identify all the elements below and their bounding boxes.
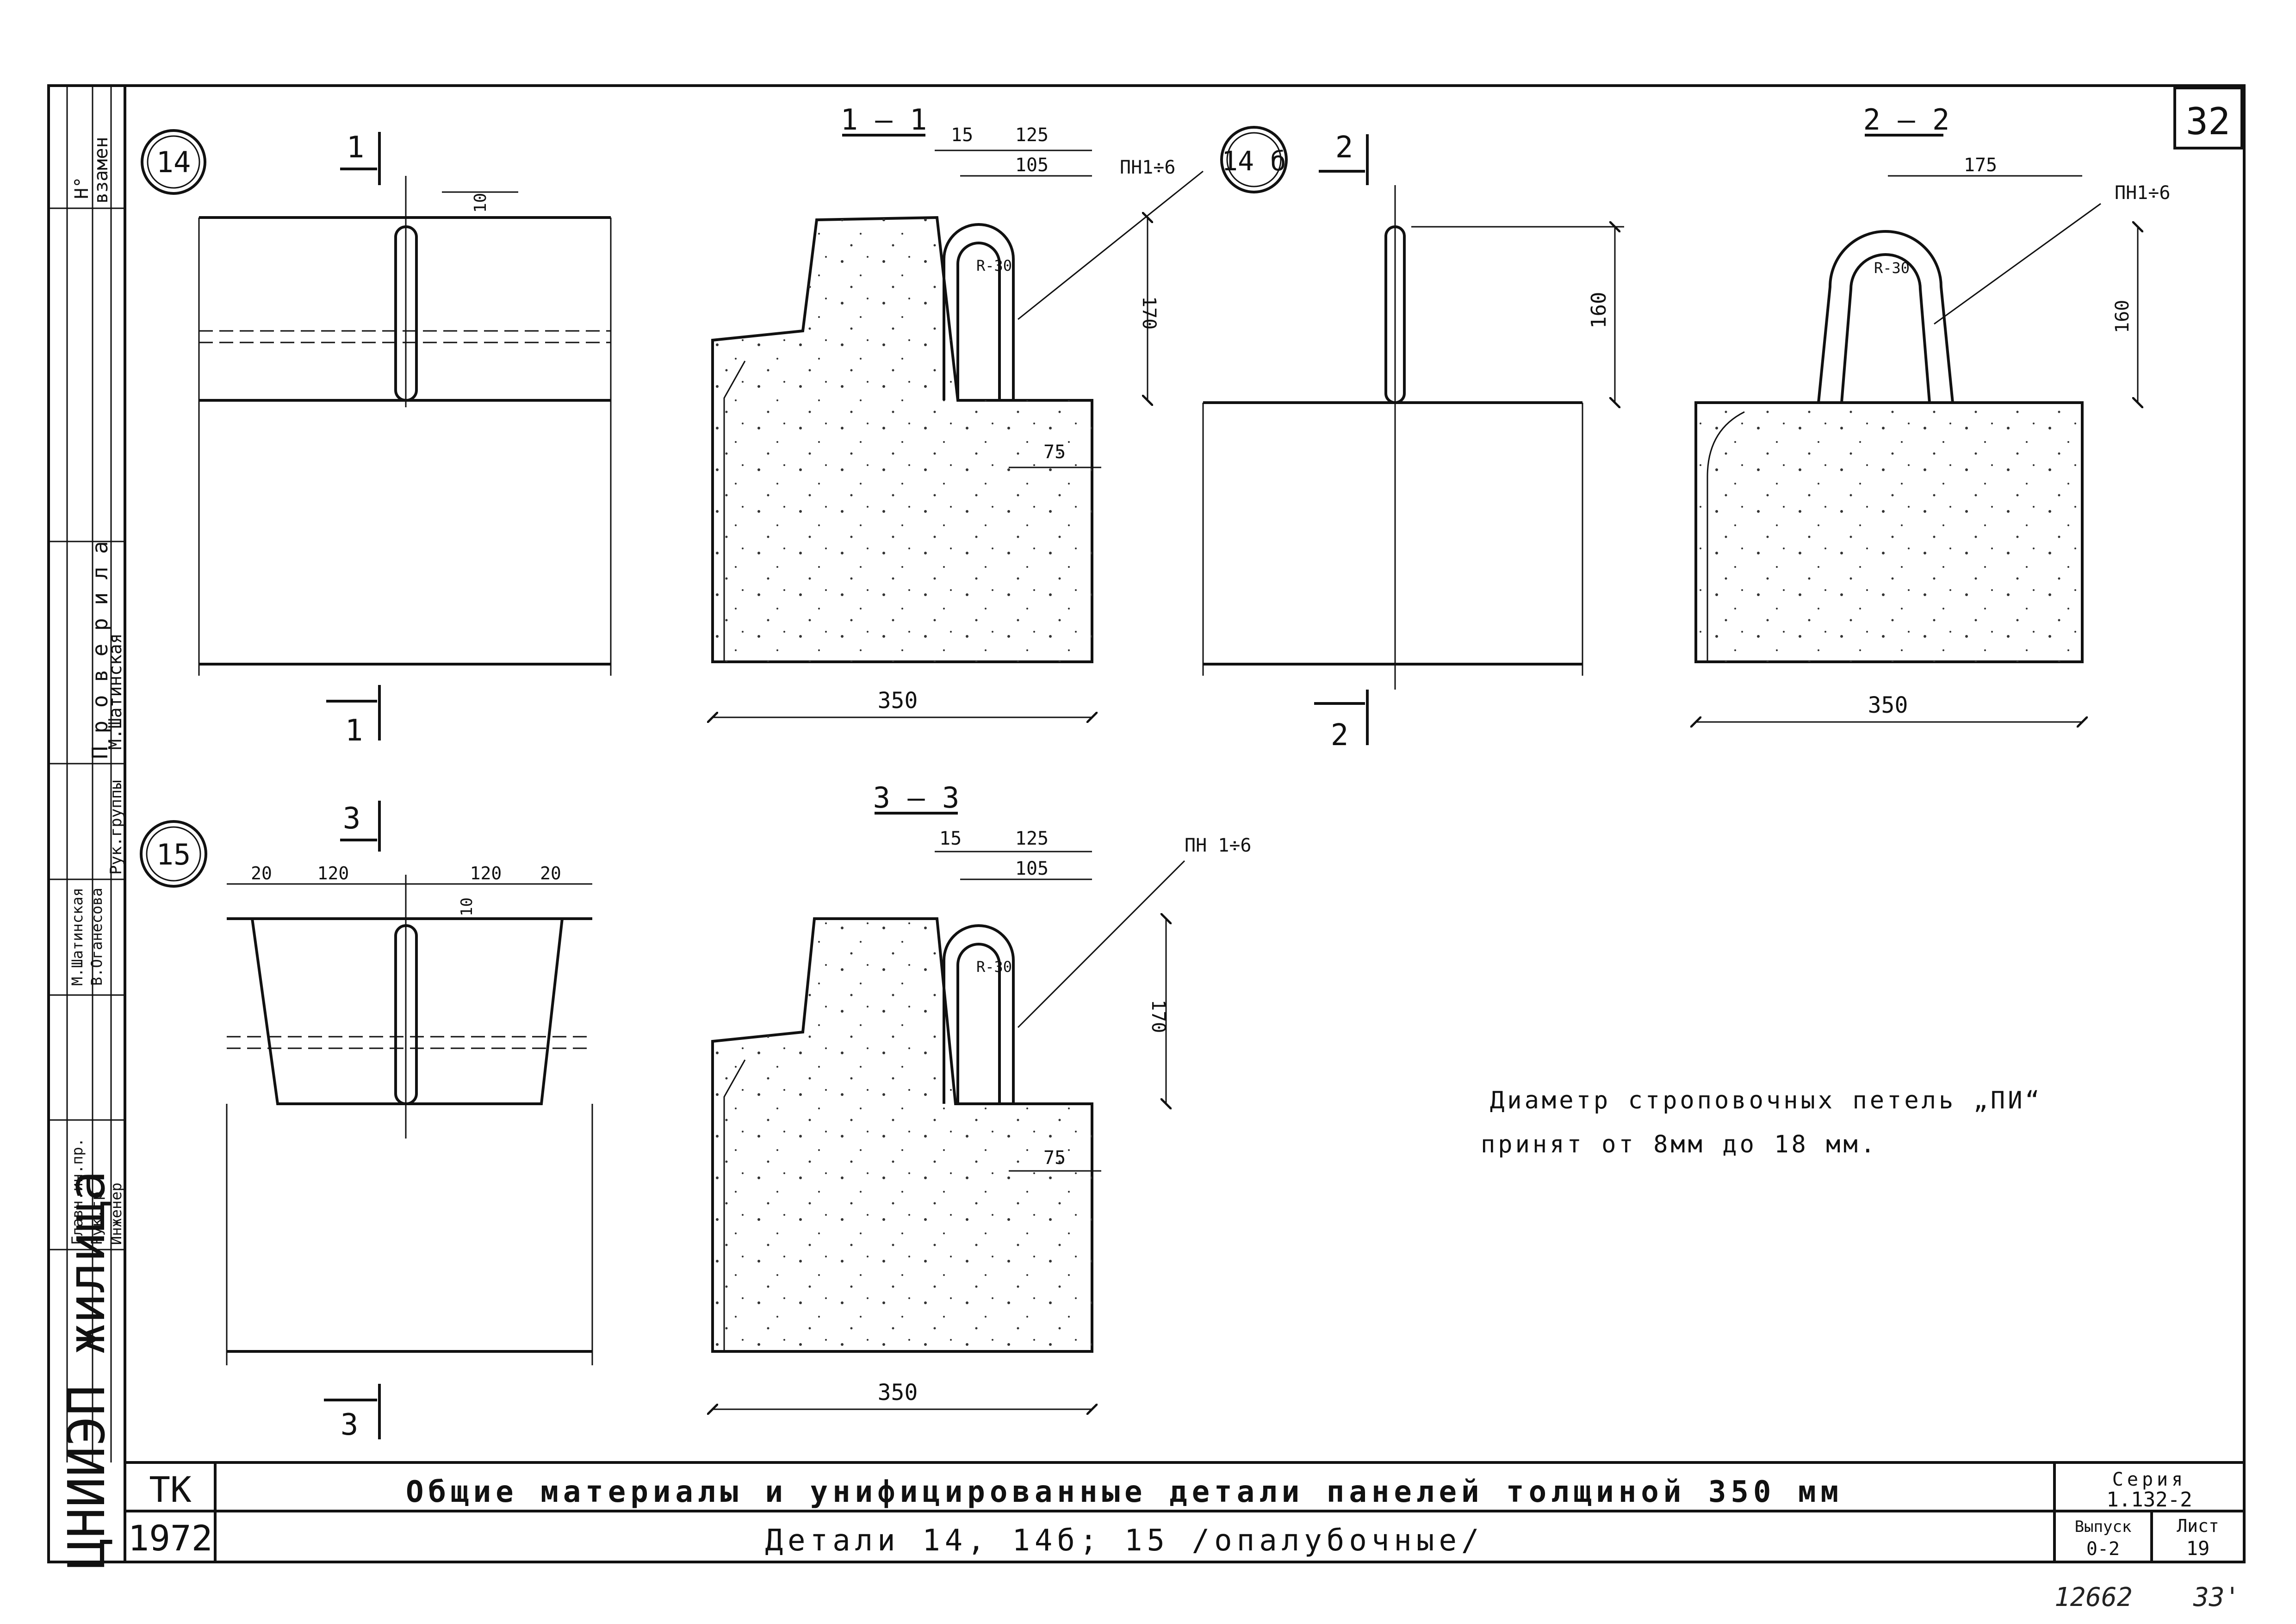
detail-14-elevation: 14 1 1 10	[141, 129, 612, 748]
cut-mark-1-bottom: 1	[345, 714, 363, 748]
elev-15-dim-10: 10	[458, 897, 476, 916]
series-value: 1.132-2	[2106, 1488, 2192, 1512]
detail-15-label: 15	[156, 838, 191, 871]
outer-frame	[47, 84, 2246, 1563]
section-3-3-title: 3 — 3	[873, 781, 960, 815]
section-2-2-loop-outer	[1817, 230, 1954, 403]
s33-dim-105: 105	[1015, 858, 1049, 879]
s11-dim-15: 15	[951, 124, 973, 146]
section-1-1-title: 1 — 1	[841, 103, 927, 137]
detail-14b-label: 14 б	[1222, 145, 1286, 177]
section-2-2-radius: R-30	[1874, 259, 1910, 277]
s11-dim-75: 75	[1043, 442, 1066, 463]
s33-dim-170: 170	[1148, 1000, 1169, 1033]
cut-mark-1-top: 1	[347, 131, 365, 165]
title-code: ТК	[149, 1469, 192, 1510]
s33-dim-15: 15	[939, 828, 962, 849]
elev-15-dim-120-left: 120	[317, 863, 349, 884]
s22-dim-160: 160	[2112, 300, 2133, 333]
section-3-3: 3 — 3 R-30 350 15 125 105 170 75 ПН 1÷6	[713, 781, 1252, 1409]
section-3-3-radius: R-30	[976, 958, 1012, 976]
section-3-3-loop-outer	[943, 924, 1015, 1104]
cut-mark-3-bottom: 3	[341, 1408, 359, 1442]
stamp-no-cell: Н°	[71, 177, 93, 199]
detail-14b-marker	[1220, 126, 1288, 193]
section-3-3-loop-inner	[956, 943, 1001, 1104]
stamp-name-1: М.Шатинская	[68, 888, 86, 986]
corner-page-note: 33'	[2193, 1582, 2240, 1612]
elev-15-dim-20-left: 20	[251, 863, 272, 884]
detail-14b-elevation: 14 б 2 160 2	[1202, 126, 1624, 753]
elev-14b-dim-160: 160	[1587, 292, 1611, 329]
s33-dim-350: 350	[878, 1380, 918, 1406]
section-2-2-loop-inner	[1840, 253, 1931, 403]
detail-14-marker	[141, 129, 206, 195]
detail-15-elevation: 15 3 20 120 120 20 10 3	[140, 801, 593, 1442]
detail-15-marker	[140, 820, 207, 888]
sheet-number: 32	[2186, 100, 2230, 143]
section-3-3-loop-label: ПН 1÷6	[1185, 835, 1252, 856]
stamp-role-3: Инженер	[107, 1182, 125, 1245]
stamp-role-2: Рук.гр	[88, 1191, 105, 1245]
issue-value: 0-2	[2086, 1538, 2120, 1560]
stamp-checked-header: П р о в е р и л а	[87, 541, 112, 759]
archive-number: 12662	[2054, 1582, 2133, 1612]
s11-dim-125: 125	[1015, 124, 1049, 146]
s33-dim-75: 75	[1043, 1147, 1066, 1169]
series-label: Серия	[2112, 1469, 2186, 1490]
title-line-2: Детали 14, 14б; 15 /опалубочные/	[765, 1524, 1484, 1558]
section-1-1-loop-outer	[943, 223, 1015, 400]
section-2-2: 2 — 2 R-30 175 160 350 ПН1÷6	[1696, 103, 2170, 722]
title-year: 1972	[128, 1518, 212, 1559]
title-block: ТК 1972 Общие материалы и унифицированны…	[125, 1461, 2244, 1562]
elev-14-dim-10: 10	[471, 193, 490, 213]
s33-dim-125: 125	[1015, 828, 1049, 849]
section-2-2-loop-label: ПН1÷6	[2115, 182, 2170, 204]
sheet-label: Лист	[2177, 1516, 2219, 1536]
section-2-2-title: 2 — 2	[1863, 103, 1950, 137]
side-stamp: Н° взамен П р о в е р и л а М.Шатинская …	[49, 86, 125, 1569]
section-1-1: 1 — 1 R-30 350 15 125 105 170 75 ПН1÷6	[713, 103, 1204, 717]
cut-mark-2-bottom: 2	[1331, 718, 1349, 753]
stamp-name-2: В.Оганесова	[88, 888, 105, 986]
stamp-organization: ЦНИИЭП жилища	[57, 1170, 116, 1569]
section-1-1-radius: R-30	[976, 257, 1012, 274]
section-1-1-loop-inner	[956, 242, 1001, 400]
cut-mark-3-top: 3	[343, 802, 361, 836]
stamp-role-1: Главн.ин.пр.	[68, 1138, 86, 1245]
section-1-1-loop-label: ПН1÷6	[1120, 157, 1175, 178]
title-line-1: Общие материалы и унифицированные детали…	[406, 1475, 1843, 1509]
s22-dim-175: 175	[1964, 155, 1997, 176]
elev-15-dim-120-right: 120	[470, 863, 502, 884]
stamp-checked-role: Рук.группы	[107, 780, 125, 875]
pocket-outline	[251, 918, 564, 1105]
s11-dim-350: 350	[878, 688, 918, 714]
general-note: Диаметр строповочных петель „ПИ“ принят …	[1481, 1087, 2042, 1158]
sheet-frame	[47, 84, 2246, 1563]
s11-dim-105: 105	[1015, 155, 1049, 176]
sheet-number-box: 32	[2173, 87, 2243, 149]
s11-dim-170: 170	[1138, 296, 1160, 330]
cut-mark-2-top: 2	[1335, 131, 1353, 165]
s22-dim-350: 350	[1868, 692, 1908, 718]
sheet-value: 19	[2186, 1537, 2210, 1560]
detail-14-label: 14	[156, 145, 191, 179]
issue-label: Выпуск	[2075, 1518, 2132, 1536]
stamp-checked-name: М.Шатинская	[105, 633, 125, 750]
note-line-1: Диаметр строповочных петель „ПИ“	[1490, 1087, 2042, 1114]
elev-15-dim-20-right: 20	[540, 863, 561, 884]
stamp-replace-cell: взамен	[91, 137, 112, 204]
note-line-2: принят от 8мм до 18 мм.	[1481, 1131, 1878, 1158]
